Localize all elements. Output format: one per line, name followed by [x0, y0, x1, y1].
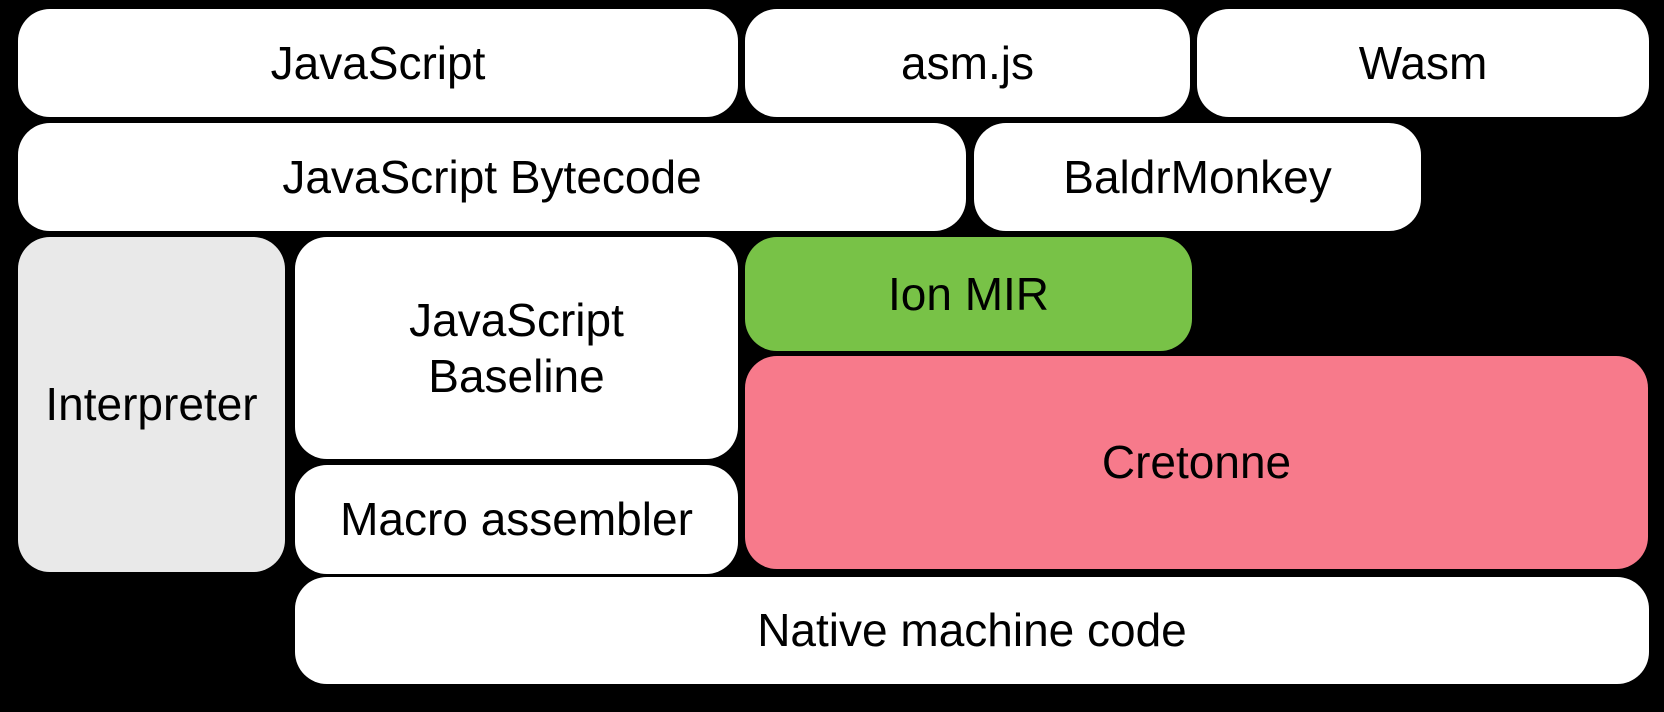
box-cretonne: Cretonne [745, 356, 1648, 569]
box-asmjs: asm.js [745, 9, 1190, 117]
box-wasm-label: Wasm [1358, 36, 1488, 89]
box-javascript-baseline-label: JavaScript Baseline [409, 293, 624, 402]
box-interpreter: Interpreter [18, 237, 285, 572]
box-baldrmonkey: BaldrMonkey [974, 123, 1421, 231]
box-asmjs-label: asm.js [901, 36, 1034, 89]
box-ion-mir: Ion MIR [745, 237, 1192, 351]
box-javascript-baseline: JavaScript Baseline [295, 237, 738, 459]
box-interpreter-label: Interpreter [45, 378, 258, 431]
box-baldrmonkey-label: BaldrMonkey [1063, 150, 1332, 203]
box-macro-assembler-label: Macro assembler [340, 493, 693, 546]
box-ion-mir-label: Ion MIR [887, 267, 1050, 320]
box-javascript-bytecode: JavaScript Bytecode [18, 123, 966, 231]
box-wasm: Wasm [1197, 9, 1649, 117]
box-macro-assembler: Macro assembler [295, 465, 738, 574]
box-native-machine-code-label: Native machine code [757, 604, 1187, 657]
box-native-machine-code: Native machine code [295, 577, 1649, 684]
box-cretonne-label: Cretonne [1101, 436, 1292, 489]
box-javascript: JavaScript [18, 9, 738, 117]
box-javascript-bytecode-label: JavaScript Bytecode [282, 150, 702, 203]
box-javascript-label: JavaScript [270, 36, 486, 89]
